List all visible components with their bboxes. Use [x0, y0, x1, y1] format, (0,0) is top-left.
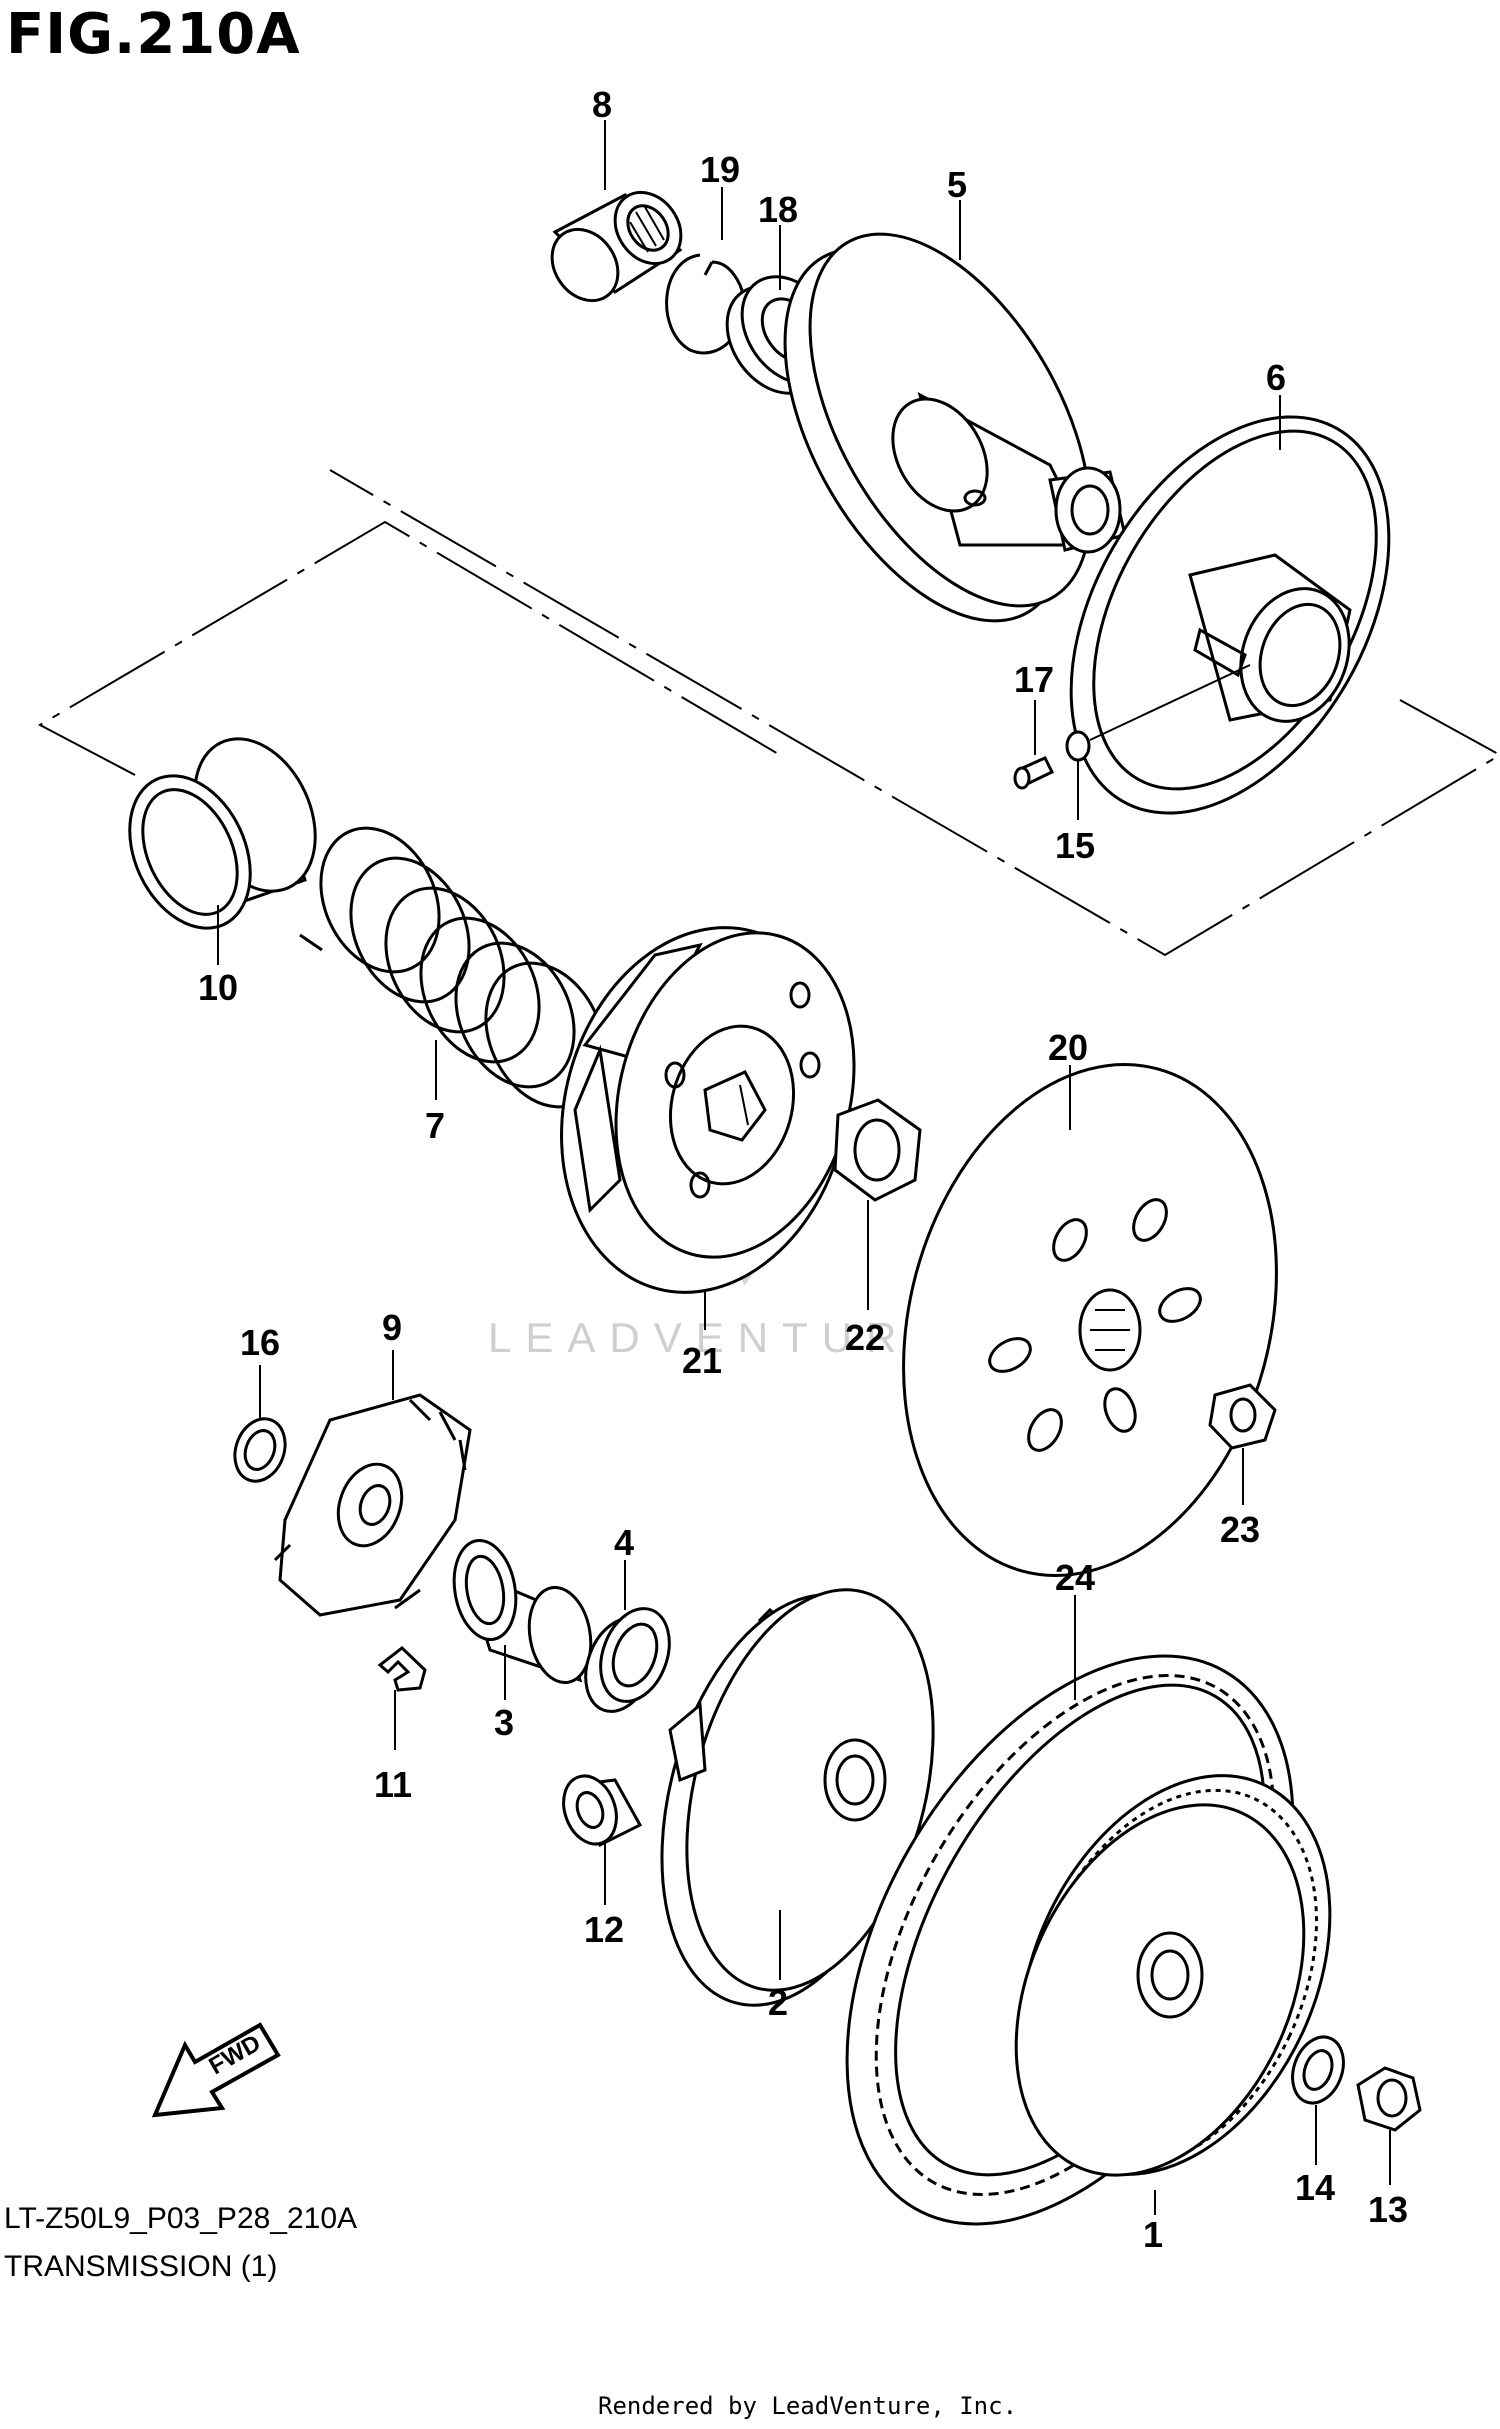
callout-13: 13	[1368, 2189, 1408, 2230]
diagram-name: TRANSMISSION (1)	[4, 2250, 278, 2283]
callout-19: 19	[700, 149, 740, 190]
part-8-needle-bearing	[550, 190, 683, 303]
callout-15: 15	[1055, 825, 1095, 866]
callout-1: 1	[1143, 2214, 1163, 2255]
callout-22: 22	[845, 1317, 885, 1358]
callout-2: 2	[768, 1982, 788, 2023]
callout-14: 14	[1295, 2167, 1335, 2208]
part-11-slider	[377, 1646, 427, 1692]
callout-10: 10	[198, 967, 238, 1008]
rendered-by-credit: Rendered by LeadVenture, Inc.	[598, 2392, 1018, 2420]
callout-7: 7	[425, 1105, 445, 1146]
callout-6: 6	[1266, 357, 1286, 398]
callout-4: 4	[614, 1522, 634, 1563]
callout-16: 16	[240, 1322, 280, 1363]
callout-12: 12	[584, 1909, 624, 1950]
watermark-text: LEADVENTURE	[488, 1314, 952, 1361]
callout-5: 5	[947, 164, 967, 205]
part-20-clutch-housing	[902, 1063, 1278, 1577]
group-outline	[37, 469, 1500, 957]
part-14-washer	[1291, 2035, 1345, 2105]
part-3-spacer-sleeve	[452, 1538, 593, 1685]
figure-title: FIG.210A	[6, 2, 301, 67]
part-6-drive-plate	[1069, 415, 1391, 815]
callout-23: 23	[1220, 1509, 1260, 1550]
callout-11: 11	[374, 1764, 412, 1805]
part-21-clutch-shoe	[560, 926, 856, 1294]
callout-20: 20	[1048, 1027, 1088, 1068]
diagram-code: LT-Z50L9_P03_P28_210A	[4, 2202, 358, 2235]
leader-lines	[217, 120, 1391, 2215]
part-22-nut	[833, 1098, 922, 1202]
callout-18: 18	[758, 189, 798, 230]
part-9-ramp-plate	[273, 1393, 472, 1617]
callout-8: 8	[592, 84, 612, 125]
part-4-spacer	[584, 1607, 671, 1713]
part-17-pin	[1013, 756, 1055, 790]
part-23-flange-nut	[1208, 1383, 1277, 1450]
part-10-guide-collar	[128, 737, 317, 930]
part-12-bushing	[562, 1774, 643, 1848]
part-2-fixed-drive-face	[660, 1588, 935, 2007]
callout-3: 3	[494, 1702, 514, 1743]
part-1-driven-pulley	[1014, 1774, 1332, 2177]
part-5-movable-drive-face	[783, 232, 1127, 623]
callout-21: 21	[682, 1340, 722, 1381]
fwd-arrow-icon: FWD	[151, 2022, 281, 2118]
callout-24: 24	[1055, 1557, 1095, 1598]
callout-9: 9	[382, 1307, 402, 1348]
part-19-circlip	[665, 253, 746, 355]
part-7-spring	[299, 826, 606, 1109]
callout-17: 17	[1014, 659, 1054, 700]
leader-15-to-6	[1089, 664, 1251, 741]
part-15-washer	[1065, 730, 1091, 762]
part-13-nut	[1356, 2066, 1422, 2132]
part-16-washer	[233, 1417, 287, 1483]
